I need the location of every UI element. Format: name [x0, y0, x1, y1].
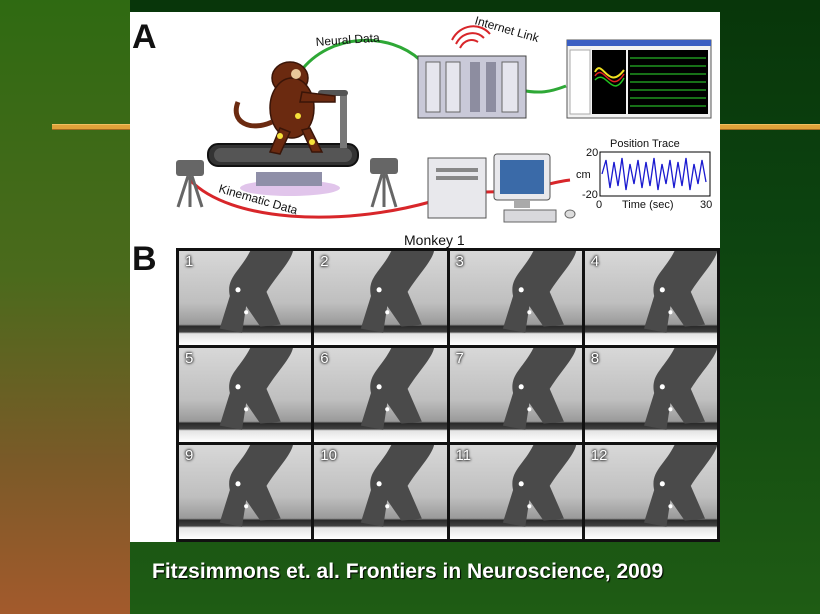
frame-number: 11	[455, 447, 472, 464]
frame-number: 9	[185, 447, 194, 464]
x-axis-end-label: 30	[700, 199, 712, 211]
video-frame: 12	[584, 445, 717, 539]
frame-number: 2	[320, 253, 329, 270]
wifi-icon	[451, 25, 491, 49]
frame-number: 10	[320, 447, 337, 464]
monkey-leg-silhouette	[219, 348, 293, 430]
frame-number: 7	[455, 350, 464, 367]
video-frame: 8	[584, 348, 717, 442]
left-accent-rule	[52, 124, 132, 130]
video-frame: 2	[314, 251, 447, 345]
position-trace-title: Position Trace	[610, 138, 680, 150]
monkey-leg-silhouette	[502, 348, 576, 430]
video-frame: 6	[314, 348, 447, 442]
monkey-leg-silhouette	[643, 348, 717, 430]
monkey-illustration	[233, 61, 336, 155]
panel-b-letter: B	[132, 240, 157, 278]
monkey-leg-silhouette	[361, 445, 435, 527]
frame-number: 4	[590, 253, 600, 270]
server-to-monitor-line	[519, 84, 567, 94]
video-frame: 7	[449, 348, 582, 442]
video-frame: 1	[179, 251, 312, 345]
y-axis-top-label: 20	[586, 147, 598, 159]
panel-b-title: Monkey 1	[404, 232, 465, 248]
frame-number: 8	[590, 350, 600, 367]
frame-number: 3	[455, 253, 464, 270]
video-frame: 4	[584, 251, 717, 345]
monkey-leg-silhouette	[643, 251, 717, 333]
panel-a-letter: A	[132, 18, 157, 56]
position-trace-plot: Position Trace 20 cm -20 0 Time (sec) 30	[576, 138, 712, 211]
right-accent-rule	[720, 124, 820, 130]
frame-number: 12	[590, 447, 608, 464]
left-camera	[176, 160, 204, 208]
panel-a-diagram: A B Neural Data Kinematic Data	[132, 13, 712, 278]
neural-data-line	[298, 38, 422, 73]
video-frame: 9	[179, 445, 312, 539]
monkey-leg-silhouette	[219, 251, 293, 333]
x-axis-start-label: 0	[596, 199, 602, 211]
video-frame: 10	[314, 445, 447, 539]
figure-panel: A B Neural Data Kinematic Data	[130, 12, 720, 542]
y-axis-unit-label: cm	[576, 169, 591, 181]
neural-data-label: Neural Data	[315, 31, 380, 49]
video-frame: 5	[179, 348, 312, 442]
monkey-leg-silhouette	[219, 445, 293, 527]
video-frame: 11	[449, 445, 582, 539]
monkey-leg-silhouette	[643, 445, 717, 527]
monkey-leg-silhouette	[502, 445, 576, 527]
y-axis-bottom-label: -20	[582, 189, 598, 201]
monkey-leg-silhouette	[502, 251, 576, 333]
neural-monitor	[566, 39, 712, 119]
monkey-leg-silhouette	[361, 348, 435, 430]
kinematic-data-line	[188, 178, 431, 219]
citation-text: Fitzsimmons et. al. Frontiers in Neurosc…	[152, 560, 664, 583]
right-camera	[370, 158, 398, 208]
position-trace-line	[601, 157, 707, 191]
frame-number: 6	[320, 350, 329, 367]
monkey-leg-silhouette	[361, 251, 435, 333]
frame-number: 5	[185, 350, 194, 367]
computer-workstation	[427, 153, 576, 223]
x-axis-title: Time (sec)	[622, 199, 674, 211]
video-frame: 3	[449, 251, 582, 345]
server-rack	[417, 55, 527, 119]
internet-link-label: Internet Link	[473, 13, 541, 45]
frame-number: 1	[185, 253, 194, 270]
